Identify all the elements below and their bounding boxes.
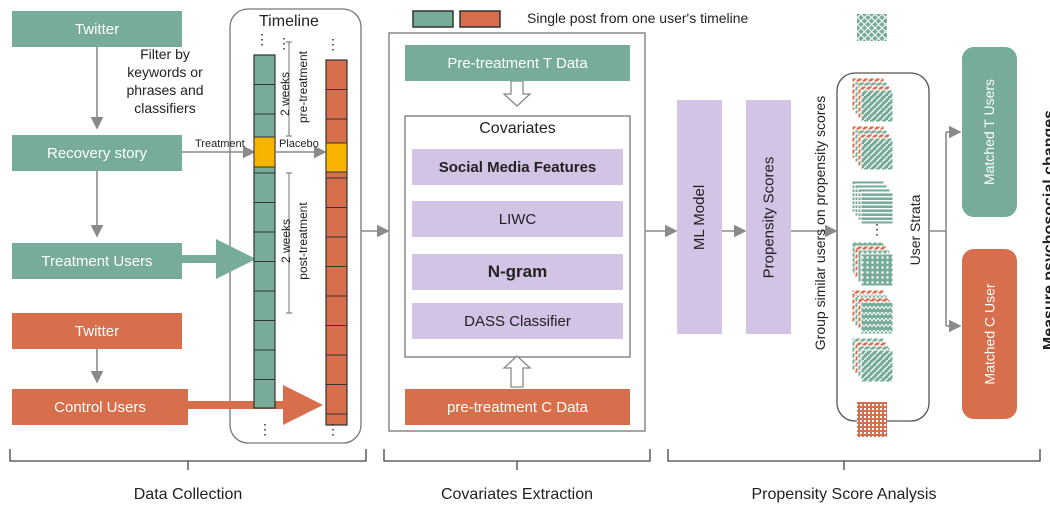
propensity-scores-box: Propensity Scores	[746, 100, 791, 334]
floating-tile-top	[857, 14, 887, 41]
matched-c-label: Matched C User	[981, 283, 998, 385]
brace-data-collection	[9, 449, 367, 470]
pre-treatment-label: pre-treatment	[296, 50, 310, 124]
group-text: Group similar users on propensity scores	[812, 95, 828, 351]
ellipsis: ⋮	[277, 35, 291, 51]
timeline-title: Timeline	[259, 13, 319, 30]
treatment-label: Treatment	[195, 138, 245, 150]
matched-c-box: Matched C User	[962, 249, 1017, 419]
hollow-arrow-down	[502, 80, 532, 107]
filter-text-line: keywords or	[127, 64, 203, 80]
feature-ngram: N-gram	[412, 254, 623, 290]
feature-liwc: LIWC	[412, 201, 623, 237]
legend-swatch-green	[412, 10, 454, 28]
timeline-panel	[229, 8, 362, 444]
filter-text-line: classifiers	[134, 100, 196, 116]
measure-label: Measure psychosocial changes	[1041, 109, 1050, 351]
section-covariates-extraction: Covariates Extraction	[440, 486, 594, 503]
ml-model-box: ML Model	[677, 100, 722, 334]
user-strata-label: User Strata	[907, 194, 923, 266]
twitter-bottom-box: Twitter	[12, 313, 182, 349]
pre-t-data-box: Pre-treatment T Data	[405, 45, 630, 81]
pre-treatment-bracket	[286, 41, 292, 137]
feature-social-media: Social Media Features	[412, 149, 623, 185]
post-treatment-bracket	[286, 172, 292, 314]
section-data-collection: Data Collection	[133, 486, 243, 503]
treatment-timeline-bar	[253, 54, 276, 409]
ellipsis: ⋮	[255, 31, 269, 47]
strata-tile	[860, 253, 894, 287]
hollow-arrow-up	[502, 355, 532, 388]
twitter-top-box: Twitter	[12, 11, 182, 47]
matched-t-box: Matched T Users	[962, 47, 1017, 217]
floating-tile-bottom	[857, 402, 887, 437]
strata-stacks	[851, 77, 894, 383]
matched-t-label: Matched T Users	[981, 78, 998, 186]
legend-label: Single post from one user's timeline	[527, 10, 749, 26]
recovery-story-box: Recovery story	[12, 135, 182, 171]
two-weeks-pre-label: 2 weeks	[278, 71, 292, 117]
feature-dass: DASS Classifier	[412, 303, 623, 339]
section-propensity-score-analysis: Propensity Score Analysis	[751, 486, 937, 503]
strata-tile	[860, 137, 894, 171]
filter-text-line: Filter by	[140, 46, 190, 62]
legend-swatch-orange	[459, 10, 501, 28]
placebo-label: Placebo	[279, 138, 319, 150]
ellipsis: ⋮	[326, 421, 340, 437]
filter-text-line: phrases and	[126, 82, 204, 98]
control-timeline-bar	[325, 59, 348, 426]
pre-c-data-box: pre-treatment C Data	[405, 389, 630, 425]
brace-propensity	[667, 449, 1041, 470]
control-users-box: Control Users	[12, 389, 188, 425]
filter-text: Filter by keywords or phrases and classifie…	[110, 45, 220, 117]
two-weeks-post-label: 2 weeks	[279, 218, 293, 264]
ellipsis: ⋮	[258, 421, 272, 437]
brace-covariates	[383, 449, 651, 470]
control-timeline-event-post	[325, 142, 348, 173]
control-timeline-body	[325, 59, 348, 426]
strata-tile	[860, 191, 894, 225]
ellipsis: ⋮	[326, 36, 340, 52]
strata-tile	[860, 349, 894, 383]
ellipsis: ⋮	[870, 221, 884, 237]
propensity-scores-label: Propensity Scores	[760, 156, 778, 278]
treatment-users-box: Treatment Users	[12, 243, 182, 279]
strata-tile	[860, 301, 894, 335]
covariates-title: Covariates	[479, 120, 556, 137]
treatment-timeline-event-post	[253, 136, 276, 168]
strata-tile	[860, 89, 894, 123]
ml-model-label: ML Model	[691, 184, 708, 250]
post-treatment-label: post-treatment	[296, 202, 310, 280]
